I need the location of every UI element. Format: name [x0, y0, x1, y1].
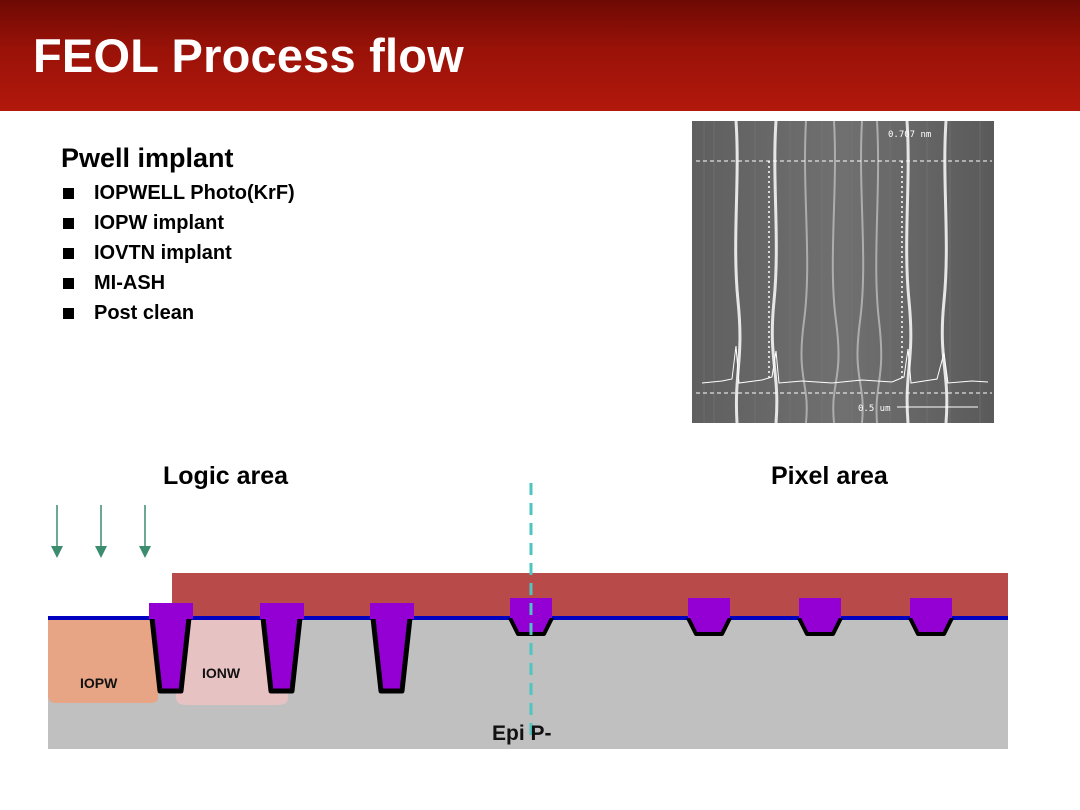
bullet-square-icon — [63, 218, 74, 229]
cross-section-diagram: IOPW IONW Epi P- — [0, 470, 1080, 770]
bullet-square-icon — [63, 278, 74, 289]
sti-trench — [799, 598, 841, 634]
iopw-label: IOPW — [80, 675, 118, 691]
sti-trench — [688, 598, 730, 634]
sem-scale-bottom: 0.5 um — [858, 404, 891, 414]
sti-trench — [910, 598, 952, 634]
title-bar: FEOL Process flow — [0, 0, 1080, 111]
section-title: Pwell implant — [61, 143, 234, 174]
sem-micrograph: 0.707 nm 0.5 um — [692, 121, 994, 423]
substrate-label: Epi P- — [492, 722, 552, 745]
bullet-square-icon — [63, 188, 74, 199]
slide-title: FEOL Process flow — [33, 28, 464, 83]
bullet-square-icon — [63, 248, 74, 259]
bullet-square-icon — [63, 308, 74, 319]
implant-arrows — [57, 505, 145, 552]
sem-scale-top: 0.707 nm — [888, 130, 931, 140]
ionw-label: IONW — [202, 665, 241, 681]
